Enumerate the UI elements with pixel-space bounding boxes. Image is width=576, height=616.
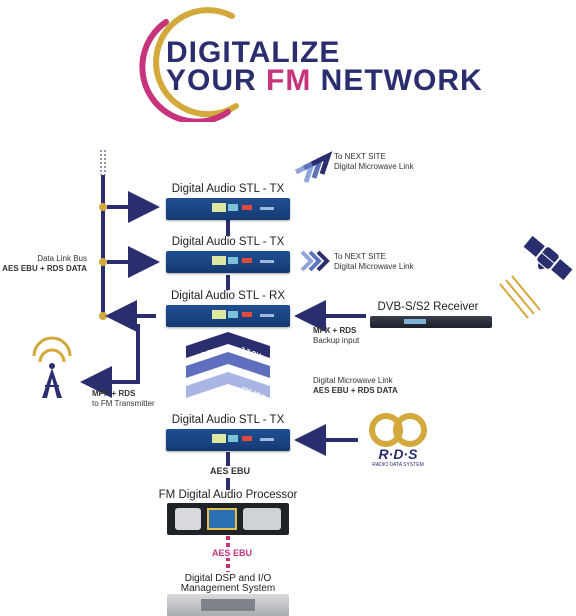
stl-tx-3-unit [166,429,290,451]
bus-node-3 [99,312,107,320]
band-chevron-2 [186,352,270,378]
title-fm-accent: FM [266,64,312,97]
chevron-icon [300,250,330,272]
device-label-stl-tx-2: Digital Audio STL - TX [171,236,285,248]
radio-tower-icon [32,336,72,398]
device-label-stl-rx: Digital Audio STL - RX [171,290,285,302]
dsp-unit [167,594,289,616]
next-site-label-2: To NEXT SITE Digital Microwave Link [334,252,414,271]
microwave-link-label: Digital Microwave Link AES EBU + RDS DAT… [313,376,398,395]
stl-tx-1-unit [166,198,290,220]
title-line-2-prefix: YOUR [166,64,267,97]
band-chevron-1 [186,332,270,358]
device-label-stl-tx-1: Digital Audio STL - TX [171,183,285,195]
rds-logo-icon [369,413,427,447]
title-line-2-suffix: NETWORK [311,64,483,97]
next-site-label-1: To NEXT SITE Digital Microwave Link [334,152,414,171]
device-label-stl-tx-3: Digital Audio STL - TX [171,414,285,426]
backup-input-label: MPX + RDS Backup input [313,326,360,345]
bus-node-2 [99,258,107,266]
satellite-icon [523,235,573,281]
data-bus-label: Data Link Bus AES EBU + RDS DATA [2,254,87,273]
device-label-dsp-2: Management System [180,583,276,594]
stl-tx-2-unit [166,251,290,273]
aes-ebu-label-1: AES EBU [210,466,251,476]
band-chevron-stack [186,332,270,398]
device-label-processor: FM Digital Audio Processor [158,489,298,501]
title-line-1: DIGITALIZE [166,36,341,69]
arrow-rx-to-fm-transmitter [80,324,140,398]
bus-node-1 [99,203,107,211]
rds-logo-subtext: RADIO DATA SYSTEM [372,462,424,468]
satellite-signal-icon [499,275,541,319]
chevron-icon [294,151,333,183]
title-ring-icon [139,7,239,122]
fm-transmitter-label: MPX + RDS to FM Transmitter [92,389,155,408]
rds-logo-text: R·D·S [378,446,418,462]
dvb-receiver-unit [370,316,492,328]
band-chevron-3 [186,372,270,398]
fm-processor-unit [167,503,289,535]
title-line-2: YOUR FM NETWORK [166,64,483,98]
device-label-receiver: DVB-S/S2 Receiver [377,301,479,313]
aes-ebu-label-2: AES EBU [210,548,255,558]
device-label-dsp-1: Digital DSP and I/O [184,573,272,584]
stl-rx-unit [166,305,290,327]
